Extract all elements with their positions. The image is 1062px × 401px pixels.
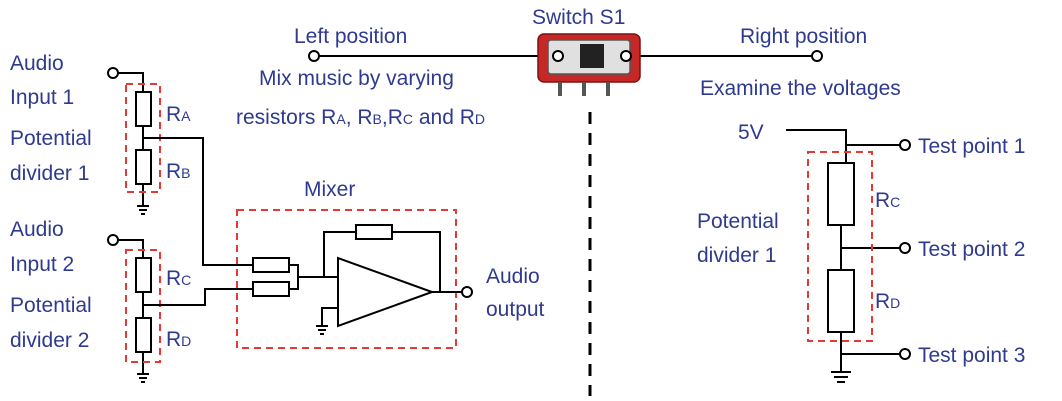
potential-divider-1-label-line1: Potential <box>10 127 92 150</box>
mixer-label: Mixer <box>304 178 355 201</box>
test-point-3-label: Test point 3 <box>918 344 1025 367</box>
audio-output-label-line1: Audio <box>486 265 540 288</box>
wire <box>289 264 299 290</box>
switch-contact-left <box>552 50 564 62</box>
dashed-box-divider-right <box>807 151 873 342</box>
audio-input-1-label-line2: Input 1 <box>10 86 74 109</box>
supply-label: 5V <box>738 121 764 144</box>
resistor-rb <box>135 149 152 185</box>
audio-input-2-label-line1: Audio <box>10 218 64 241</box>
resistor-rd-left <box>135 317 152 353</box>
potential-divider-2-label-line1: Potential <box>10 294 92 317</box>
resistor-rc-right <box>827 162 855 226</box>
audio-input-2-terminal <box>107 234 119 246</box>
wire <box>118 239 144 258</box>
left-divider-1 <box>107 67 253 266</box>
test-point-2-terminal <box>899 242 911 254</box>
label-rd-left: RD <box>166 328 191 351</box>
mixer <box>236 209 473 349</box>
test-point-1-label: Test point 1 <box>918 135 1025 158</box>
op-amp <box>337 256 435 328</box>
potential-divider-2-label-line2: divider 2 <box>10 329 89 352</box>
audio-input-2-label-line2: Input 2 <box>10 253 74 276</box>
audio-output-terminal <box>461 286 473 298</box>
ground-symbol <box>137 205 149 215</box>
potential-divider-right-label-line2: divider 1 <box>697 244 776 267</box>
switch-pins <box>558 82 610 96</box>
ground-symbol <box>137 373 149 383</box>
test-point-2-label: Test point 2 <box>918 238 1025 261</box>
resistor-rd-right <box>827 269 855 333</box>
potential-divider-right-label-line1: Potential <box>697 210 779 233</box>
switch-contact-right <box>620 50 632 62</box>
mixer-resistor-1 <box>252 257 290 273</box>
label-ra: RA <box>166 103 191 126</box>
mixer-resistor-2 <box>252 281 290 297</box>
label-rd-right: RD <box>875 290 900 313</box>
feedback-wire <box>323 231 356 277</box>
ground-symbol <box>316 325 328 335</box>
wire <box>321 307 338 326</box>
supply-wire <box>786 129 847 163</box>
examine-label: Examine the voltages <box>700 77 901 100</box>
switch-label: Switch S1 <box>532 6 625 29</box>
right-position-terminal <box>811 50 823 62</box>
right-divider <box>786 129 911 383</box>
switch-slider[interactable] <box>580 44 604 68</box>
audio-output-label-line2: output <box>486 298 545 321</box>
right-position-label: Right position <box>740 25 867 48</box>
test-point-1-terminal <box>899 139 911 151</box>
left-position-label: Left position <box>294 25 407 48</box>
audio-input-1-label-line1: Audio <box>10 52 64 75</box>
wire <box>118 72 144 92</box>
resistor-ra <box>135 91 152 127</box>
label-rc-left: RC <box>166 267 191 290</box>
mix-note-line1: Mix music by varying <box>259 67 454 90</box>
label-rb: RB <box>166 160 191 183</box>
ground-symbol <box>831 371 851 383</box>
label-rc-right: RC <box>875 189 900 212</box>
left-divider-2 <box>107 234 253 383</box>
feedback-resistor <box>355 224 393 240</box>
potential-divider-1-label-line2: divider 1 <box>10 162 89 185</box>
audio-input-1-terminal <box>107 67 119 79</box>
feedback-wire <box>392 231 441 292</box>
left-position-terminal <box>308 50 320 62</box>
wire-to-mixer-1 <box>143 137 253 266</box>
wire-to-mixer-2 <box>143 288 253 306</box>
dashed-box-mixer <box>236 209 457 349</box>
test-point-3-terminal <box>899 348 911 360</box>
switch-s1 <box>308 33 823 396</box>
resistor-rc-left <box>135 257 152 293</box>
mix-note-line2: resistors RA, RB,RC and RD <box>236 106 485 129</box>
